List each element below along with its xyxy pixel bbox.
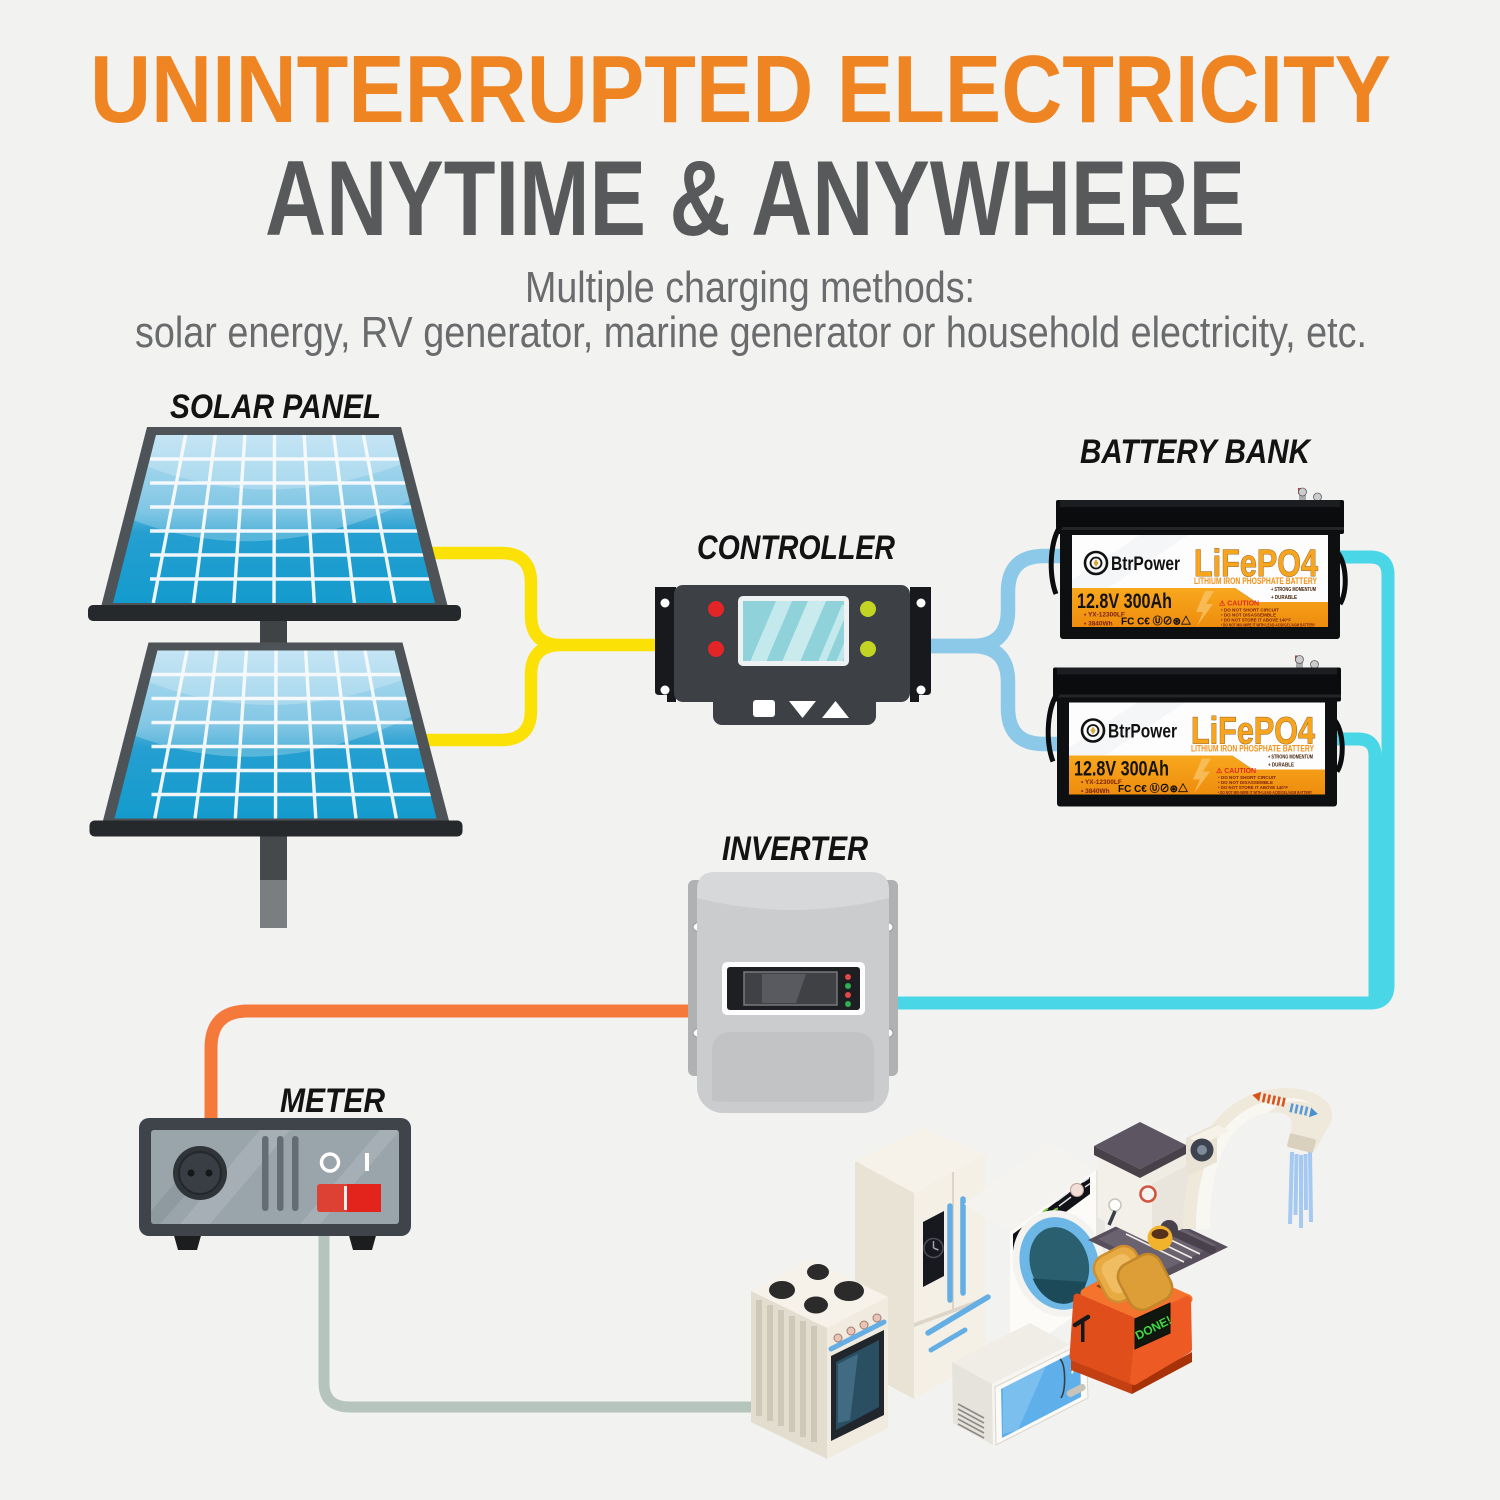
svg-text:FC C€ Ⓤ⊘⊛△: FC C€ Ⓤ⊘⊛△ — [1121, 615, 1192, 628]
svg-text:Multiple charging methods:: Multiple charging methods: — [525, 263, 975, 312]
svg-text:UNINTERRUPTED ELECTRICITY: UNINTERRUPTED ELECTRICITY — [90, 36, 1391, 143]
svg-text:CONTROLLER: CONTROLLER — [697, 529, 895, 567]
svg-text:• DO NOT MIX-WIRE IT WITH LEAD: • DO NOT MIX-WIRE IT WITH LEAD-ACID/GEL/… — [1221, 623, 1315, 628]
svg-text:ANYTIME & ANYWHERE: ANYTIME & ANYWHERE — [265, 138, 1245, 258]
svg-text:• DO NOT DISASSEMBLE: • DO NOT DISASSEMBLE — [1221, 613, 1276, 618]
svg-text:METER: METER — [280, 1082, 385, 1120]
svg-text:• 3840Wh: • 3840Wh — [1084, 621, 1113, 628]
svg-text:LiFePO4: LiFePO4 — [1194, 543, 1318, 585]
svg-text:BtrPower: BtrPower — [1111, 554, 1180, 575]
svg-text:• DO NOT SHORT CIRCUIT: • DO NOT SHORT CIRCUIT — [1221, 608, 1279, 613]
svg-text:SOLAR PANEL: SOLAR PANEL — [170, 388, 381, 426]
svg-text:INVERTER: INVERTER — [722, 830, 868, 868]
svg-text:+ STRONG MOMENTUM: + STRONG MOMENTUM — [1271, 587, 1316, 593]
svg-text:⚠ CAUTION: ⚠ CAUTION — [1219, 600, 1259, 608]
svg-text:LITHIUM IRON PHOSPHATE BATTERY: LITHIUM IRON PHOSPHATE BATTERY — [1194, 576, 1317, 587]
svg-text:+ DURABLE: + DURABLE — [1271, 595, 1297, 601]
svg-text:BATTERY BANK: BATTERY BANK — [1080, 433, 1312, 471]
svg-text:12.8V 300Ah: 12.8V 300Ah — [1077, 590, 1172, 613]
svg-text:• YX-12300LF: • YX-12300LF — [1084, 612, 1125, 619]
svg-text:• DO NOT STORE IT ABOVE 140°F: • DO NOT STORE IT ABOVE 140°F — [1221, 618, 1291, 623]
svg-text:solar energy, RV generator, ma: solar energy, RV generator, marine gener… — [135, 308, 1367, 357]
